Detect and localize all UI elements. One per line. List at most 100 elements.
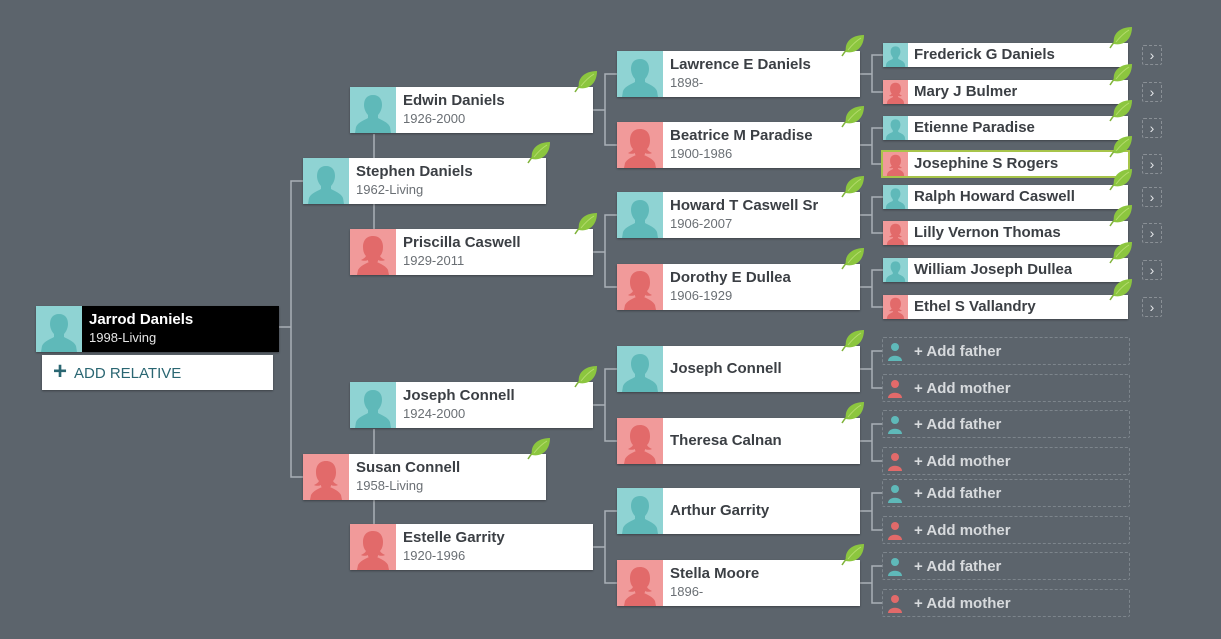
- profile-photo: [350, 382, 396, 428]
- connector-line: [871, 196, 883, 234]
- profile-photo: [303, 158, 349, 204]
- female-silhouette-icon: [886, 223, 905, 245]
- connector-line: [604, 214, 617, 288]
- female-silhouette-icon: [624, 425, 656, 464]
- male-silhouette-icon: [355, 390, 391, 428]
- great-great-grandparent-card[interactable]: Ethel S Vallandry: [883, 295, 1128, 319]
- hint-leaf-icon[interactable]: [573, 69, 599, 93]
- add-label: + Add father: [914, 343, 1002, 360]
- hint-leaf-icon[interactable]: [573, 211, 599, 235]
- hint-leaf-icon[interactable]: [840, 33, 866, 57]
- hint-leaf-icon[interactable]: [1108, 240, 1134, 264]
- add-label: + Add father: [914, 416, 1002, 433]
- hint-leaf-icon[interactable]: [1108, 277, 1134, 301]
- person-name: Ethel S Vallandry: [914, 298, 1036, 315]
- add-father-button[interactable]: + Add father: [882, 479, 1130, 507]
- great-grandparent-card[interactable]: Arthur Garrity: [617, 488, 860, 534]
- great-great-grandparent-card[interactable]: Mary J Bulmer: [883, 80, 1128, 104]
- connector-line: [871, 54, 883, 93]
- person-dates: 1926-2000: [403, 111, 466, 126]
- expand-arrow-button[interactable]: ›: [1142, 260, 1162, 280]
- hint-leaf-icon[interactable]: [840, 174, 866, 198]
- male-silhouette-icon: [622, 200, 658, 238]
- add-male-icon: [888, 485, 902, 503]
- expand-arrow-button[interactable]: ›: [1142, 45, 1162, 65]
- hint-leaf-icon[interactable]: [840, 328, 866, 352]
- add-mother-button[interactable]: + Add mother: [882, 516, 1130, 544]
- add-father-button[interactable]: + Add father: [882, 337, 1130, 365]
- male-silhouette-icon: [622, 496, 658, 534]
- profile-photo: [883, 80, 908, 104]
- great-great-grandparent-card[interactable]: Etienne Paradise: [883, 116, 1128, 140]
- add-male-icon: [888, 416, 902, 434]
- profile-photo: [617, 192, 663, 238]
- add-mother-button[interactable]: + Add mother: [882, 589, 1130, 617]
- add-relative-button[interactable]: + ADD RELATIVE: [42, 355, 273, 390]
- male-silhouette-icon: [885, 188, 906, 209]
- hint-leaf-icon[interactable]: [526, 140, 552, 164]
- profile-photo: [617, 264, 663, 310]
- hint-leaf-icon[interactable]: [840, 400, 866, 424]
- great-grandparent-card[interactable]: Joseph Connell: [617, 346, 860, 392]
- person-dates: 1929-2011: [403, 253, 465, 268]
- person-dates: 1920-1996: [403, 548, 466, 563]
- hint-leaf-icon[interactable]: [840, 246, 866, 270]
- add-father-button[interactable]: + Add father: [882, 410, 1130, 438]
- profile-photo: [617, 560, 663, 606]
- profile-photo: [883, 43, 908, 67]
- add-relative-label: ADD RELATIVE: [74, 365, 182, 382]
- expand-arrow-button[interactable]: ›: [1142, 154, 1162, 174]
- profile-photo: [350, 229, 396, 275]
- hint-leaf-icon[interactable]: [1108, 25, 1134, 49]
- person-name: Joseph Connell: [403, 387, 515, 404]
- connector-line: [604, 510, 617, 584]
- profile-photo: [617, 122, 663, 168]
- add-label: + Add father: [914, 485, 1002, 502]
- male-silhouette-icon: [622, 354, 658, 392]
- expand-arrow-button[interactable]: ›: [1142, 82, 1162, 102]
- add-father-button[interactable]: + Add father: [882, 552, 1130, 580]
- great-great-grandparent-card[interactable]: Lilly Vernon Thomas: [883, 221, 1128, 245]
- profile-photo: [350, 87, 396, 133]
- hint-leaf-icon[interactable]: [1108, 203, 1134, 227]
- hint-leaf-icon[interactable]: [1108, 167, 1134, 191]
- great-great-grandparent-card[interactable]: William Joseph Dullea: [883, 258, 1128, 282]
- add-mother-button[interactable]: + Add mother: [882, 374, 1130, 402]
- great-great-grandparent-card[interactable]: Ralph Howard Caswell: [883, 185, 1128, 209]
- hint-leaf-icon[interactable]: [840, 542, 866, 566]
- hint-leaf-icon[interactable]: [840, 104, 866, 128]
- expand-arrow-button[interactable]: ›: [1142, 223, 1162, 243]
- person-name: Stephen Daniels: [356, 163, 473, 180]
- great-grandparent-card[interactable]: Theresa Calnan: [617, 418, 860, 464]
- great-great-grandparent-card[interactable]: Frederick G Daniels: [883, 43, 1128, 67]
- expand-arrow-button[interactable]: ›: [1142, 187, 1162, 207]
- expand-arrow-button[interactable]: ›: [1142, 118, 1162, 138]
- person-dates: 1896-: [670, 584, 704, 599]
- male-silhouette-icon: [355, 95, 391, 133]
- hint-leaf-icon[interactable]: [1108, 62, 1134, 86]
- great-great-grandparent-card[interactable]: Josephine S Rogers: [881, 150, 1130, 178]
- person-name: Lilly Vernon Thomas: [914, 224, 1061, 241]
- expand-arrow-button[interactable]: ›: [1142, 297, 1162, 317]
- hint-leaf-icon[interactable]: [526, 436, 552, 460]
- hint-leaf-icon[interactable]: [1108, 98, 1134, 122]
- add-mother-button[interactable]: + Add mother: [882, 447, 1130, 475]
- hint-leaf-icon[interactable]: [1108, 134, 1134, 158]
- profile-photo: [617, 418, 663, 464]
- hint-leaf-icon[interactable]: [573, 364, 599, 388]
- person-name: Dorothy E Dullea: [670, 269, 791, 286]
